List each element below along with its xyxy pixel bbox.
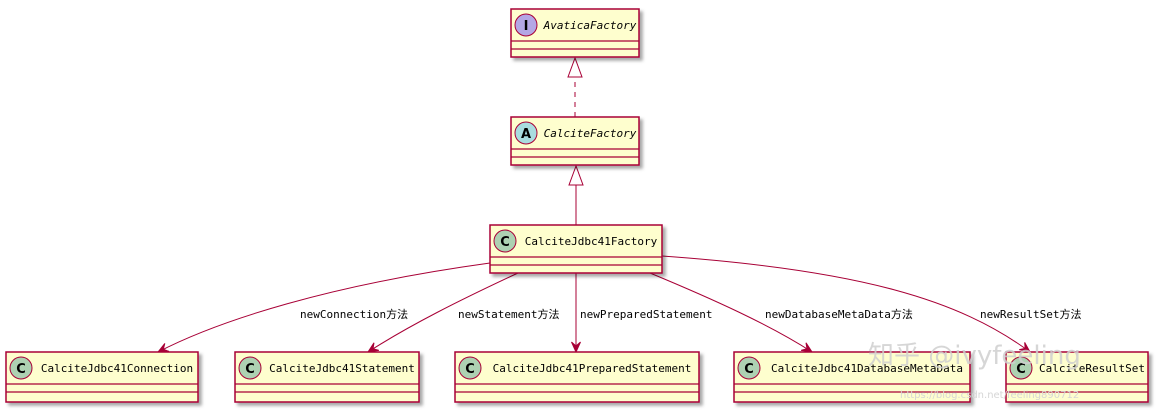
arrow-head [571, 341, 581, 354]
badge-letter: C [1016, 362, 1026, 377]
relation-label: newResultSet方法 [980, 307, 1081, 321]
relation-extends [568, 164, 584, 225]
watermark-url: https://blog.csdn.net/feeling890712 [900, 390, 1079, 401]
badge-letter: C [500, 235, 510, 250]
class-box-frame [1005, 351, 1149, 403]
watermark: 知乎 @ivyfeeling https://blog.csdn.net/fee… [868, 341, 1081, 401]
class-box-calcite-jdbc41-prepared-statement: C CalciteJdbc41PreparedStatement [454, 351, 700, 403]
relation-labels-layer: newConnection方法 newStatement方法 newPrepared… [300, 307, 1081, 321]
class-box-calcite-jdbc41-database-meta-data: C CalciteJdbc41DatabaseMetaData [733, 351, 971, 403]
relation-line [157, 262, 491, 353]
relation-label: newConnection方法 [300, 307, 408, 321]
badge-letter: C [465, 362, 475, 377]
relation-line [367, 272, 519, 353]
inheritance-triangle-icon [568, 164, 584, 186]
class-box-frame [5, 351, 199, 403]
relation-creates [661, 255, 1031, 353]
class-box-calcite-jdbc41-connection: C CalciteJdbc41Connection [5, 351, 199, 403]
class-box-calcite-factory: A CalciteFactory [510, 116, 640, 166]
class-badge-icon [1009, 356, 1033, 380]
class-badge-icon [737, 356, 761, 380]
class-box-frame [234, 351, 420, 403]
inheritance-triangle-icon [567, 56, 583, 78]
relation-line [661, 255, 1031, 353]
badge-letter: C [744, 362, 754, 377]
class-box-calcite-jdbc41-statement: C CalciteJdbc41Statement [234, 351, 420, 403]
class-name: CalciteJdbc41DatabaseMetaData [771, 362, 963, 375]
class-box-frame [489, 224, 663, 274]
arrow-head [366, 342, 379, 353]
class-name: CalciteResultSet [1039, 362, 1145, 375]
badge-letter: C [16, 362, 26, 377]
class-name: AvaticaFactory [543, 19, 637, 32]
class-badge-icon [493, 229, 517, 253]
relations-layer [156, 56, 1031, 354]
relation-creates [649, 272, 814, 353]
class-name: CalciteJdbc41Factory [525, 235, 658, 248]
class-box-frame [454, 351, 700, 403]
class-name: CalciteJdbc41Statement [269, 362, 415, 375]
class-badge-icon [458, 356, 482, 380]
badge-letter: I [524, 19, 529, 34]
class-name: CalciteJdbc41PreparedStatement [493, 362, 692, 375]
class-badge-icon [238, 356, 262, 380]
relation-creates [366, 272, 519, 353]
class-box-calcite-result-set: C CalciteResultSet [1005, 351, 1149, 403]
arrow-head [801, 342, 814, 353]
relation-label: newDatabaseMetaData方法 [765, 307, 913, 321]
relation-implements [567, 56, 583, 117]
arrow-head [1019, 342, 1031, 353]
badge-letter: A [521, 127, 531, 142]
abstract-badge-icon [514, 121, 538, 145]
class-badge-icon [9, 356, 33, 380]
relation-line [649, 272, 813, 353]
relation-creates [571, 273, 581, 354]
relation-label: newStatement方法 [458, 307, 559, 321]
badge-letter: C [245, 362, 255, 377]
class-name: CalciteJdbc41Connection [41, 362, 193, 375]
class-box-avatica-factory: I AvaticaFactory [510, 8, 640, 58]
watermark-brand: 知乎 @ivyfeeling [868, 341, 1081, 371]
relation-label: newPreparedStatement [580, 308, 712, 321]
class-name: CalciteFactory [544, 127, 637, 140]
class-box-frame [733, 351, 971, 403]
interface-badge-icon [514, 13, 538, 37]
class-box-calcite-jdbc41-factory: C CalciteJdbc41Factory [489, 224, 663, 274]
